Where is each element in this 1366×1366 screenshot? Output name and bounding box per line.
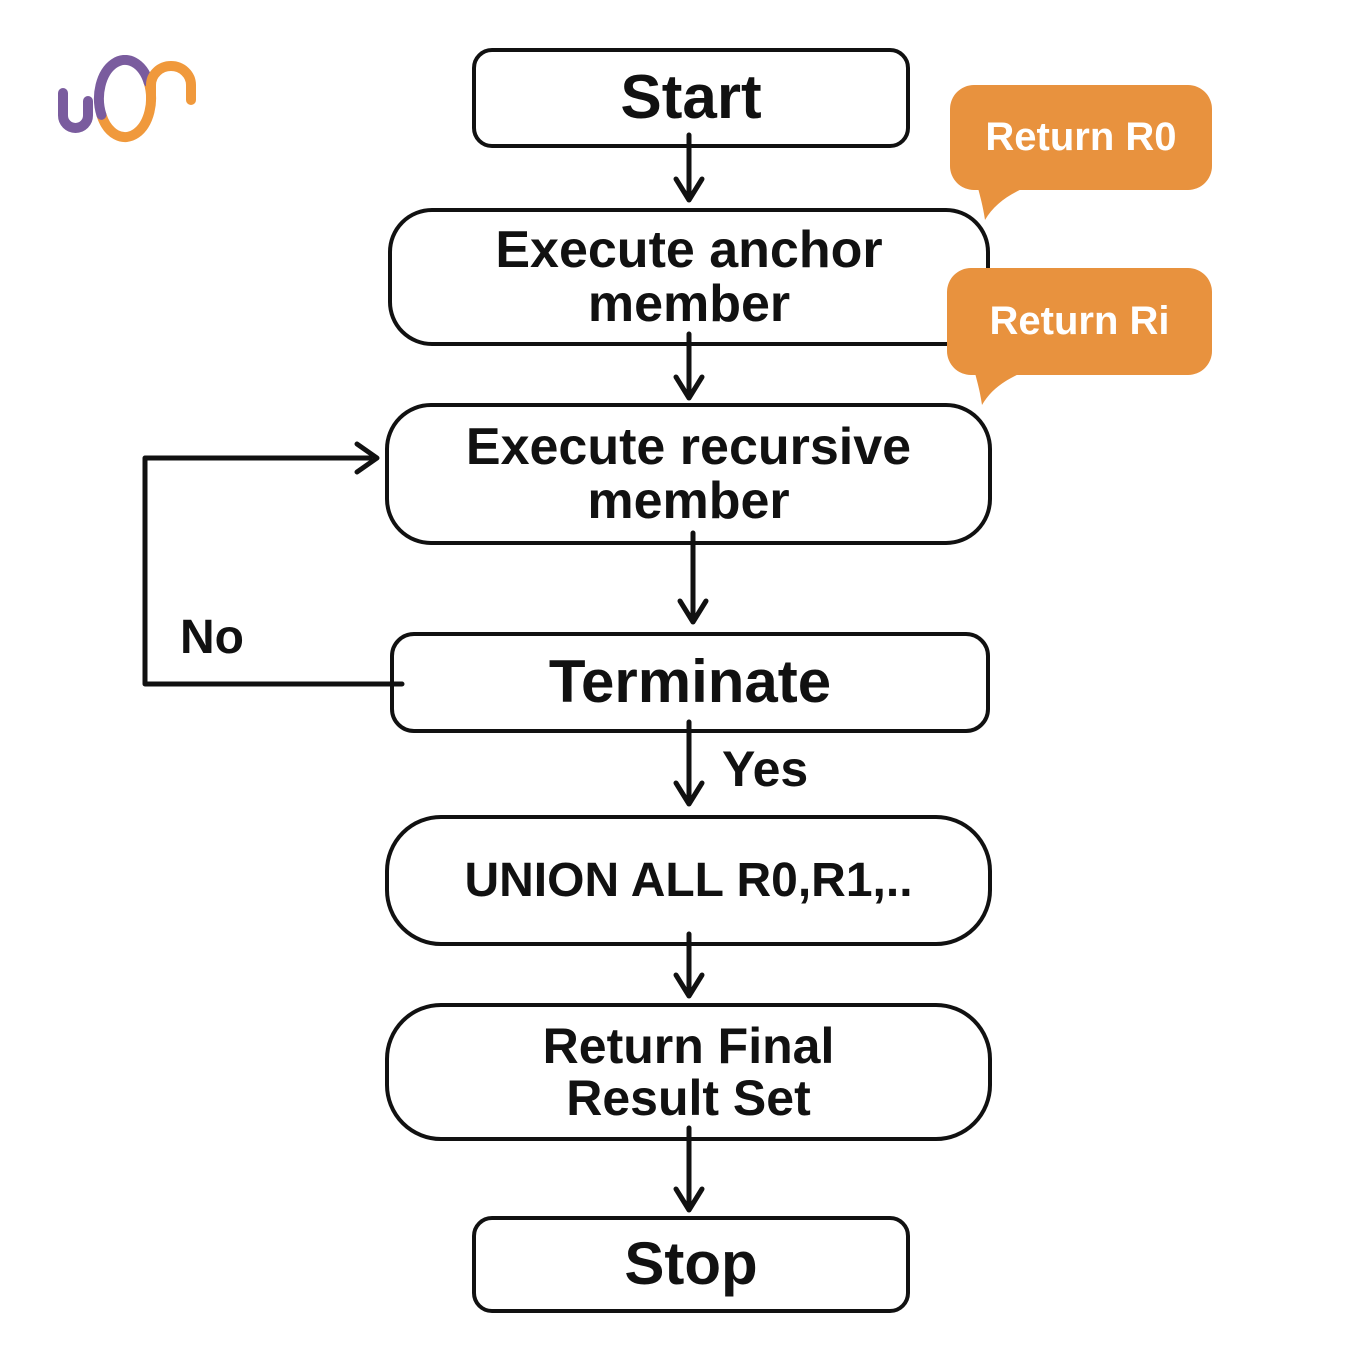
node-execute-recursive-member: Execute recursive member <box>385 403 992 545</box>
logo-o-top <box>93 55 154 120</box>
node-stop: Stop <box>472 1216 910 1313</box>
node-final-label: Return Final Result Set <box>542 1018 835 1126</box>
node-terminate-label: Terminate <box>548 648 832 716</box>
node-anchor-label: Execute anchor member <box>495 220 883 333</box>
edge-label-yes: Yes <box>722 741 809 797</box>
callout-return-ri: Return Ri <box>947 268 1212 405</box>
node-execute-anchor-member: Execute anchor member <box>388 208 990 346</box>
node-start: Start <box>472 48 910 148</box>
callout-ri-label: Return Ri <box>989 299 1170 343</box>
logo-u-curve <box>58 88 93 133</box>
logo-o-bottom <box>96 77 157 143</box>
arrow-recursive-to-terminate <box>677 530 709 625</box>
node-return-final-result-set: Return Final Result Set <box>385 1003 992 1141</box>
node-stop-label: Stop <box>624 1230 758 1298</box>
node-terminate: Terminate <box>390 632 990 733</box>
logo-n-curve <box>146 61 196 105</box>
arrow-terminate-to-union <box>673 719 705 807</box>
node-start-label: Start <box>620 62 762 132</box>
node-union-label: UNION ALL R0,R1,.. <box>464 853 913 907</box>
callout-ri-tail <box>975 373 1021 405</box>
callout-return-r0: Return R0 <box>950 85 1212 220</box>
node-recursive-label: Execute recursive member <box>465 417 912 530</box>
callout-r0-label: Return R0 <box>985 115 1177 159</box>
edge-label-no: No <box>180 611 244 664</box>
brand-logo <box>58 55 196 143</box>
callout-r0-tail <box>978 188 1024 220</box>
node-union-all: UNION ALL R0,R1,.. <box>385 815 992 946</box>
